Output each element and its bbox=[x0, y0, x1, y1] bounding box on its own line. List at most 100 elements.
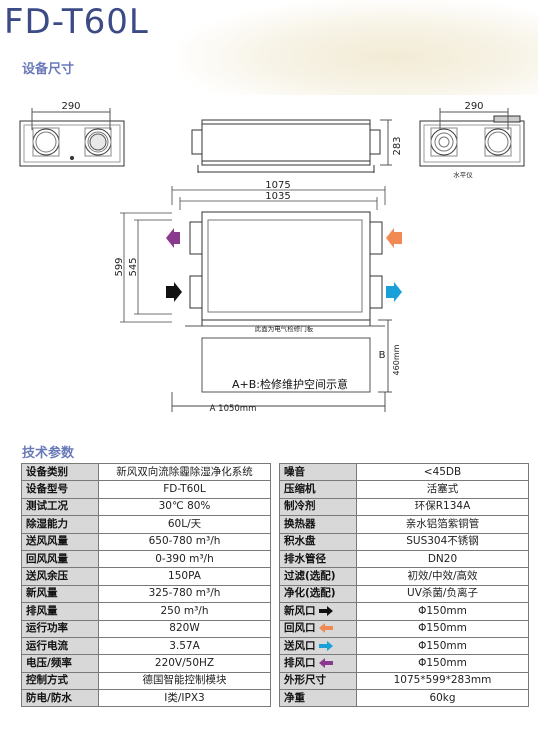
spec-value: Φ150mm bbox=[356, 602, 529, 621]
section-dimensions-heading: 设备尺寸 bbox=[22, 62, 75, 77]
top-view-dimension-lines bbox=[120, 186, 386, 323]
spec-key: 控制方式 bbox=[21, 671, 99, 691]
spec-key-text: 测试工况 bbox=[26, 500, 68, 513]
dim-545: 545 bbox=[128, 257, 139, 276]
spec-key-text: 制冷剂 bbox=[284, 500, 316, 513]
dim-290-right: 290 bbox=[464, 101, 483, 112]
spec-key-text: 回风口 bbox=[284, 622, 316, 635]
spec-key-text: 除湿能力 bbox=[26, 517, 68, 530]
spec-key-text: 排风量 bbox=[26, 604, 58, 617]
spec-row: 制冷剂 环保R134A bbox=[279, 497, 529, 517]
spec-table-left: 设备类别 新风双向流除霾除湿净化系统设备型号 FD-T60L 测试工况 30℃ 80% 除… bbox=[21, 462, 271, 708]
spec-key-text: 积水盘 bbox=[284, 535, 316, 548]
spec-key-text: 防电/防水 bbox=[26, 691, 72, 704]
spec-value: 1075*599*283mm bbox=[356, 671, 529, 691]
spec-key: 压缩机 bbox=[279, 480, 357, 499]
maintenance-area bbox=[171, 319, 392, 412]
spec-key-text: 设备型号 bbox=[26, 483, 68, 496]
spec-row: 过滤(选配)初效/中效/高效 bbox=[279, 567, 529, 586]
spec-key: 制冷剂 bbox=[279, 497, 357, 517]
spec-row: 设备型号 FD-T60L bbox=[21, 480, 271, 499]
arrow-black-icon bbox=[318, 605, 333, 616]
spec-value: 325-780 m³/h bbox=[98, 584, 271, 604]
spec-row: 回风风量 0-390 m³/h bbox=[21, 549, 271, 569]
spec-value: 220V/50HZ bbox=[98, 654, 271, 673]
spec-row: 设备类别 新风双向流除霾除湿净化系统 bbox=[21, 462, 271, 482]
spec-value: Φ150mm bbox=[356, 619, 529, 638]
spec-value: 环保R134A bbox=[356, 497, 529, 517]
page-title: FD-T60L bbox=[4, 2, 149, 42]
spec-row: 防电/防水 I类/IPX3 bbox=[21, 689, 271, 708]
spec-value: 0-390 m³/h bbox=[98, 549, 271, 569]
spec-value: <45DB bbox=[356, 462, 529, 482]
spec-row: 净化(选配)UV杀菌/负离子 bbox=[279, 584, 529, 604]
spec-key-text: 压缩机 bbox=[284, 483, 316, 496]
spec-key-text: 噪音 bbox=[284, 465, 305, 478]
top-view-unit bbox=[185, 211, 385, 327]
dimension-drawing: 290 283 290 水平仪 bbox=[19, 101, 525, 414]
spec-key: 运行电流 bbox=[21, 636, 99, 656]
spec-key: 设备类别 bbox=[21, 462, 99, 482]
spec-value: FD-T60L bbox=[98, 480, 271, 499]
dim-1035: 1035 bbox=[265, 191, 290, 202]
spec-value: 250 m³/h bbox=[98, 602, 271, 621]
spec-key: 排风量 bbox=[21, 602, 99, 621]
label-b: B bbox=[379, 350, 386, 361]
spec-value: SUS304不锈钢 bbox=[356, 532, 529, 551]
spec-value: 650-780 m³/h bbox=[98, 532, 271, 551]
spec-key-text: 换热器 bbox=[284, 517, 316, 530]
spec-value: 新风双向流除霾除湿净化系统 bbox=[98, 462, 271, 482]
maintenance-caption: A+B:检修维护空间示意 bbox=[232, 377, 348, 391]
dim-460: 460mm bbox=[392, 344, 401, 375]
spec-key: 送风余压 bbox=[21, 567, 99, 586]
spec-value: 活塞式 bbox=[356, 480, 529, 499]
supply-air-arrow-blue bbox=[386, 282, 402, 302]
spec-key-text: 过滤(选配) bbox=[284, 570, 336, 583]
spec-key: 排风口 bbox=[279, 654, 357, 673]
spec-row: 送风风量 650-780 m³/h bbox=[21, 532, 271, 551]
spec-value: 德国智能控制模块 bbox=[98, 671, 271, 691]
spec-row: 新风量 325-780 m³/h bbox=[21, 584, 271, 604]
spec-key: 净重 bbox=[279, 689, 357, 708]
airflow-arrows bbox=[166, 228, 402, 302]
spec-value: 3.57A bbox=[98, 636, 271, 656]
spec-key-text: 控制方式 bbox=[26, 674, 68, 687]
return-air-arrow-orange bbox=[386, 228, 402, 248]
spec-row: 运行功率 820W bbox=[21, 619, 271, 638]
header-background bbox=[178, 0, 538, 95]
spec-value: 60L/天 bbox=[98, 515, 271, 534]
spec-row: 排风量 250 m³/h bbox=[21, 602, 271, 621]
arrow-blue-icon bbox=[318, 640, 333, 651]
section-params-heading: 技术参数 bbox=[22, 446, 75, 461]
spec-value: UV杀菌/负离子 bbox=[356, 584, 529, 604]
spec-key: 排水管径 bbox=[279, 549, 357, 569]
spec-key: 送风口 bbox=[279, 636, 357, 656]
spec-row: 压缩机 活塞式 bbox=[279, 480, 529, 499]
spec-key: 运行功率 bbox=[21, 619, 99, 638]
spec-value: 820W bbox=[98, 619, 271, 638]
spec-key: 回风风量 bbox=[21, 549, 99, 569]
spec-key: 电压/频率 bbox=[21, 654, 99, 673]
panel-note: 此面为电气检修门板 bbox=[255, 324, 314, 333]
dim-283: 283 bbox=[392, 136, 403, 155]
spec-key-text: 送风风量 bbox=[26, 535, 68, 548]
spec-key: 积水盘 bbox=[279, 532, 357, 551]
spec-row: 噪音 <45DB bbox=[279, 462, 529, 482]
spec-row: 测试工况 30℃ 80% bbox=[21, 497, 271, 517]
spec-key-text: 运行功率 bbox=[26, 622, 68, 635]
spec-key: 除湿能力 bbox=[21, 515, 99, 534]
spec-key-text: 新风量 bbox=[26, 587, 58, 600]
exhaust-arrow-purple bbox=[166, 228, 180, 248]
spec-key: 换热器 bbox=[279, 515, 357, 534]
spec-value: I类/IPX3 bbox=[98, 689, 271, 708]
spec-key: 新风量 bbox=[21, 584, 99, 604]
spec-key-text: 回风风量 bbox=[26, 552, 68, 565]
spec-key: 设备型号 bbox=[21, 480, 99, 499]
spec-value: 30℃ 80% bbox=[98, 497, 271, 517]
spec-key-text: 送风余压 bbox=[26, 570, 68, 583]
spec-key-text: 设备类别 bbox=[26, 465, 68, 478]
